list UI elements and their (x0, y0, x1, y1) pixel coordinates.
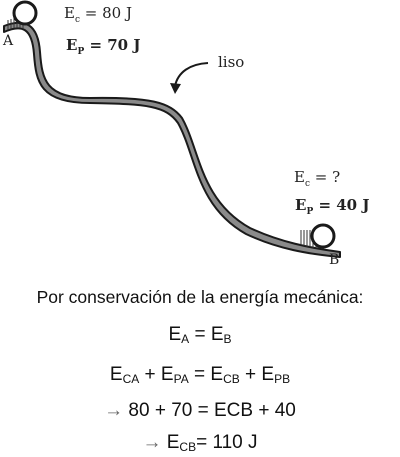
solution-intro: Por conservación de la energía mecánica: (36, 287, 364, 307)
track-diagram (3, 0, 341, 258)
top-potential-energy: EP = 70 J (66, 36, 141, 57)
bottom-kinetic-energy: Ec = ? (294, 168, 341, 189)
equation-energy-components: ECA + EPA = ECB + EPB (109, 364, 291, 386)
arrowhead-icon (170, 83, 181, 94)
equation-result: → ECB= 110 J (142, 432, 258, 454)
curved-track (3, 21, 341, 258)
top-kinetic-energy: Ec = 80 J (64, 4, 132, 25)
equation-energy-equality: EA = EB (168, 324, 232, 346)
point-a-label: A (3, 33, 14, 49)
surface-label: liso (218, 53, 245, 71)
point-b-label: B (329, 252, 340, 268)
bottom-potential-energy: EP = 40 J (295, 196, 370, 217)
right-arrow-icon: → (104, 400, 124, 421)
right-arrow-icon: → (142, 432, 162, 453)
equation-substitution: → 80 + 70 = ECB + 40 (104, 400, 296, 421)
ball-b (310, 223, 336, 249)
arrow-icon (174, 62, 209, 87)
ball-a (12, 0, 38, 26)
